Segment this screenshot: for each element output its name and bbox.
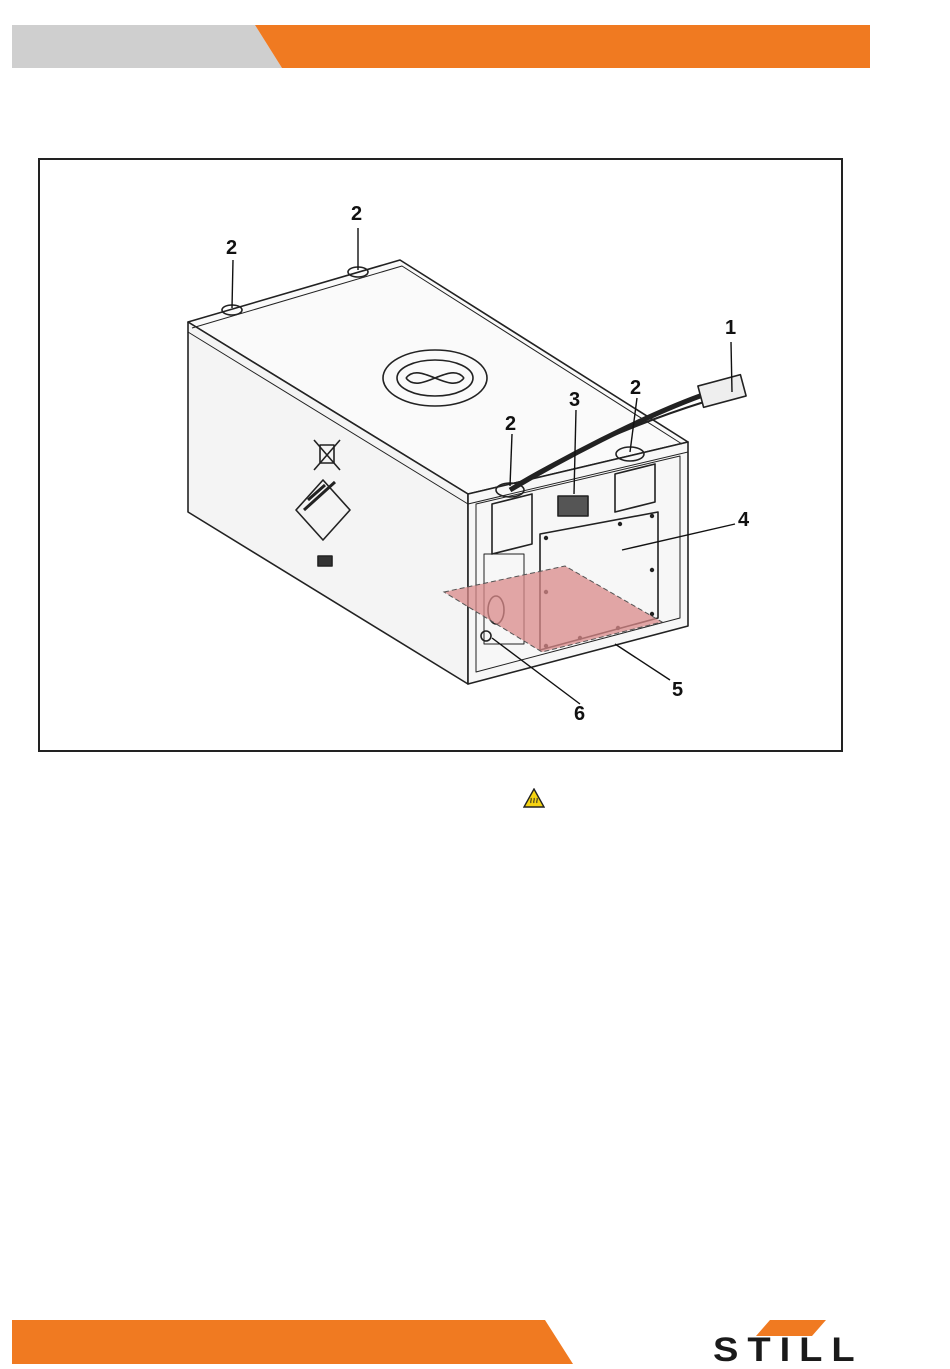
callout-2-top-center: 2 <box>351 203 362 225</box>
header-orange-segment <box>255 25 870 68</box>
callout-6: 6 <box>574 703 585 725</box>
callout-1: 1 <box>725 317 736 339</box>
header-bar <box>0 0 950 70</box>
hot-surface-warning-icon <box>523 788 545 808</box>
battery-figure: 2 2 1 2 2 3 4 5 6 <box>38 158 843 752</box>
charging-plug <box>698 375 746 408</box>
header-gray-segment <box>12 25 282 68</box>
callout-5: 5 <box>672 679 683 701</box>
battery-illustration: 2 2 1 2 2 3 4 5 6 <box>40 160 845 754</box>
callout-3: 3 <box>569 389 580 411</box>
status-indicator <box>558 496 588 516</box>
brand-logo: STILL <box>713 1333 892 1367</box>
callout-2-front-right: 2 <box>630 377 641 399</box>
callout-2-front-left: 2 <box>505 413 516 435</box>
footer-orange-segment <box>12 1320 573 1364</box>
callout-2-top-left: 2 <box>226 237 237 259</box>
callout-4: 4 <box>738 509 750 531</box>
